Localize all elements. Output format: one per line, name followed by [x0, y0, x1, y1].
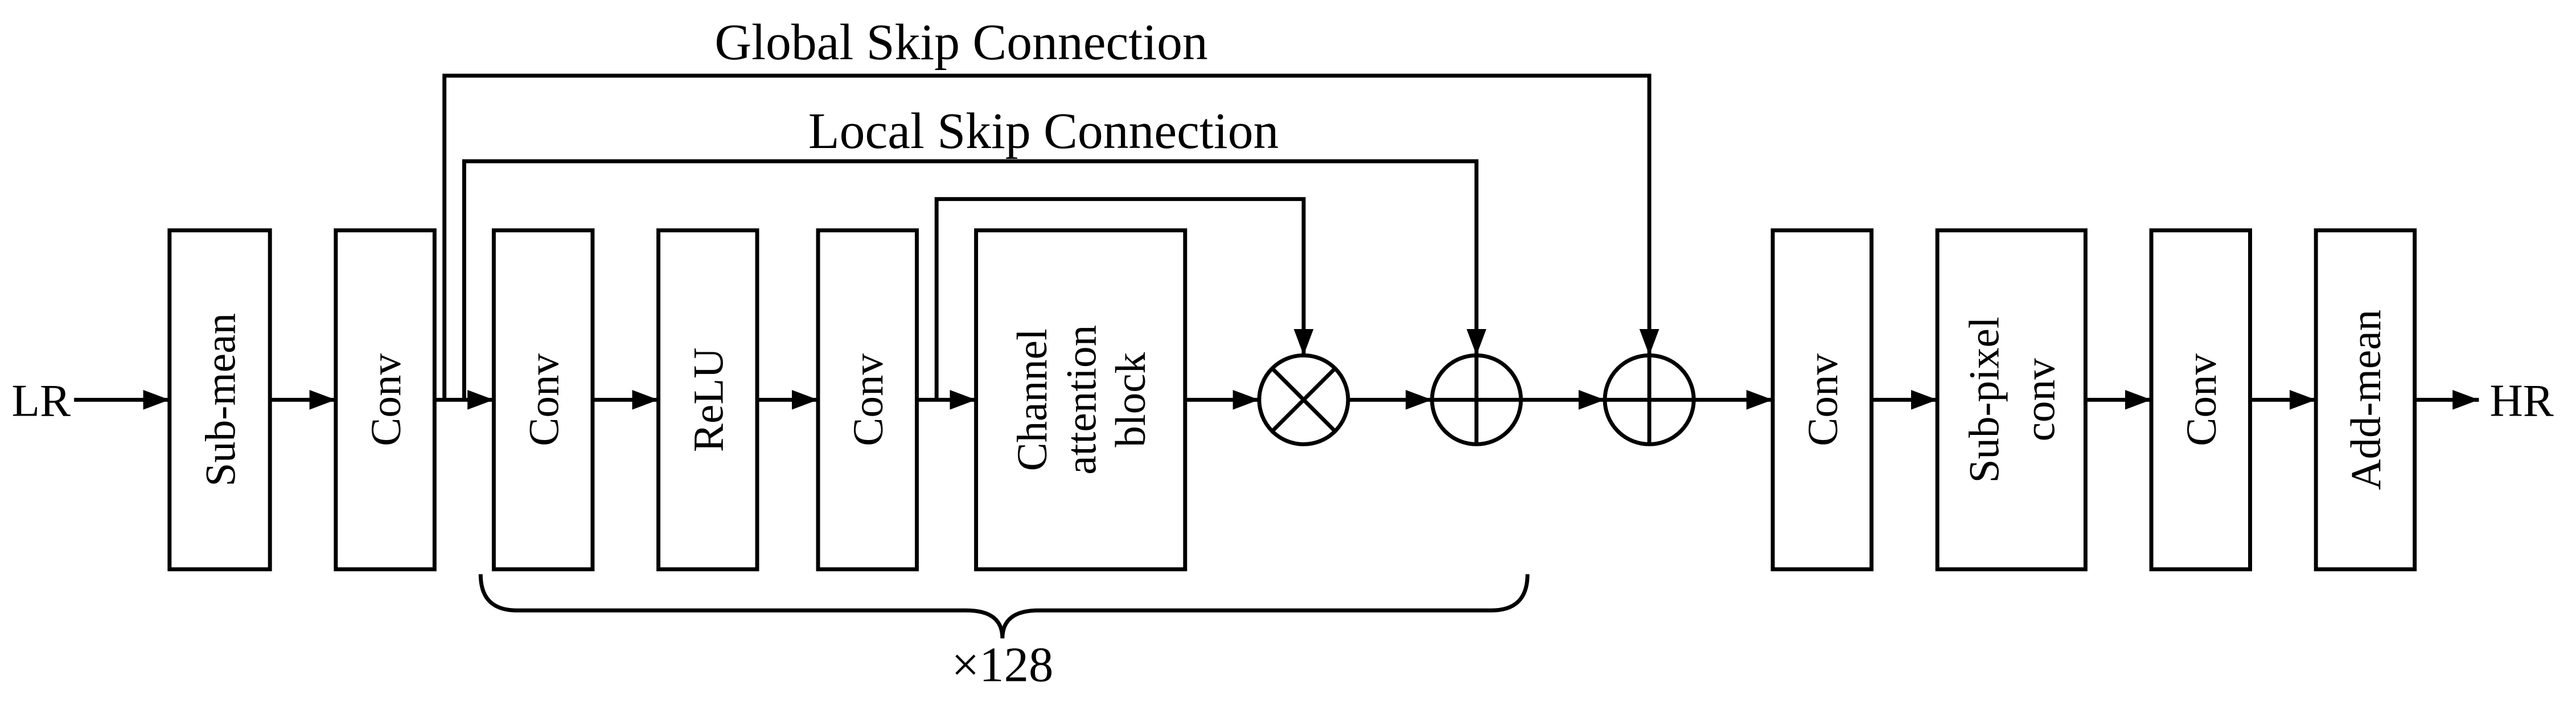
conv-tail1-label: Conv — [1799, 353, 1847, 446]
attention-skip-line — [934, 197, 1314, 400]
sub-pixel-conv-label-line2: conv — [2017, 358, 2064, 441]
sub-pixel-conv-label-line1: Sub-pixel — [1961, 317, 2008, 483]
sub-mean-label: Sub-mean — [197, 313, 244, 487]
block-add-mean: Add-mean — [2314, 228, 2417, 572]
conv-body2-box — [816, 228, 919, 572]
block-conv-tail2: Conv — [2149, 228, 2252, 572]
sub-pixel-conv-box — [1935, 228, 2088, 572]
block-conv-body1: Conv — [491, 228, 595, 572]
add-mean-label: Add-mean — [2343, 310, 2390, 490]
add-global-node — [1603, 353, 1696, 446]
block-conv-body2: Conv — [816, 228, 919, 572]
conv-head-box — [334, 228, 437, 572]
plus-icon — [1605, 355, 1694, 445]
channel-attention-label-line1: Channel — [1009, 328, 1056, 471]
global-skip-label: Global Skip Connection — [714, 14, 1207, 71]
repeat-count-label: ×128 — [951, 638, 1053, 692]
conv-head-label: Conv — [363, 353, 410, 446]
add-local-node — [1430, 353, 1523, 446]
conv-tail1-box — [1770, 228, 1874, 572]
block-conv-head: Conv — [334, 228, 437, 572]
local-skip-line — [462, 159, 1486, 400]
block-relu: ReLU — [656, 228, 759, 572]
block-sub-mean: Sub-mean — [167, 228, 272, 572]
add-mean-box — [2314, 228, 2417, 572]
multiply-icon — [1271, 367, 1337, 433]
multiply-node — [1257, 353, 1350, 446]
block-sub-pixel-conv: Sub-pixel conv — [1935, 228, 2088, 572]
channel-attention-label-line2: attention — [1058, 325, 1105, 475]
output-label: HR — [2489, 375, 2553, 426]
relu-label: ReLU — [685, 348, 733, 453]
conv-body1-label: Conv — [520, 353, 568, 446]
block-channel-attention: Channel attention block — [974, 228, 1188, 572]
plus-icon — [1432, 355, 1521, 445]
sub-mean-box — [167, 228, 272, 572]
relu-box — [656, 228, 759, 572]
local-skip-label: Local Skip Connection — [808, 103, 1279, 159]
repeat-brace — [478, 574, 1530, 639]
input-label: LR — [12, 375, 71, 426]
channel-attention-box — [974, 228, 1188, 572]
channel-attention-label-line3: block — [1107, 352, 1155, 447]
conv-tail2-label: Conv — [2178, 353, 2225, 446]
global-skip-line — [442, 73, 1659, 400]
repeat-group: ×128 — [478, 574, 1530, 692]
skip-connections: Global Skip Connection Local Skip Connec… — [442, 14, 1659, 400]
conv-tail2-box — [2149, 228, 2252, 572]
conv-body2-label: Conv — [845, 353, 892, 446]
conv-body1-box — [491, 228, 595, 572]
block-conv-tail1: Conv — [1770, 228, 1874, 572]
